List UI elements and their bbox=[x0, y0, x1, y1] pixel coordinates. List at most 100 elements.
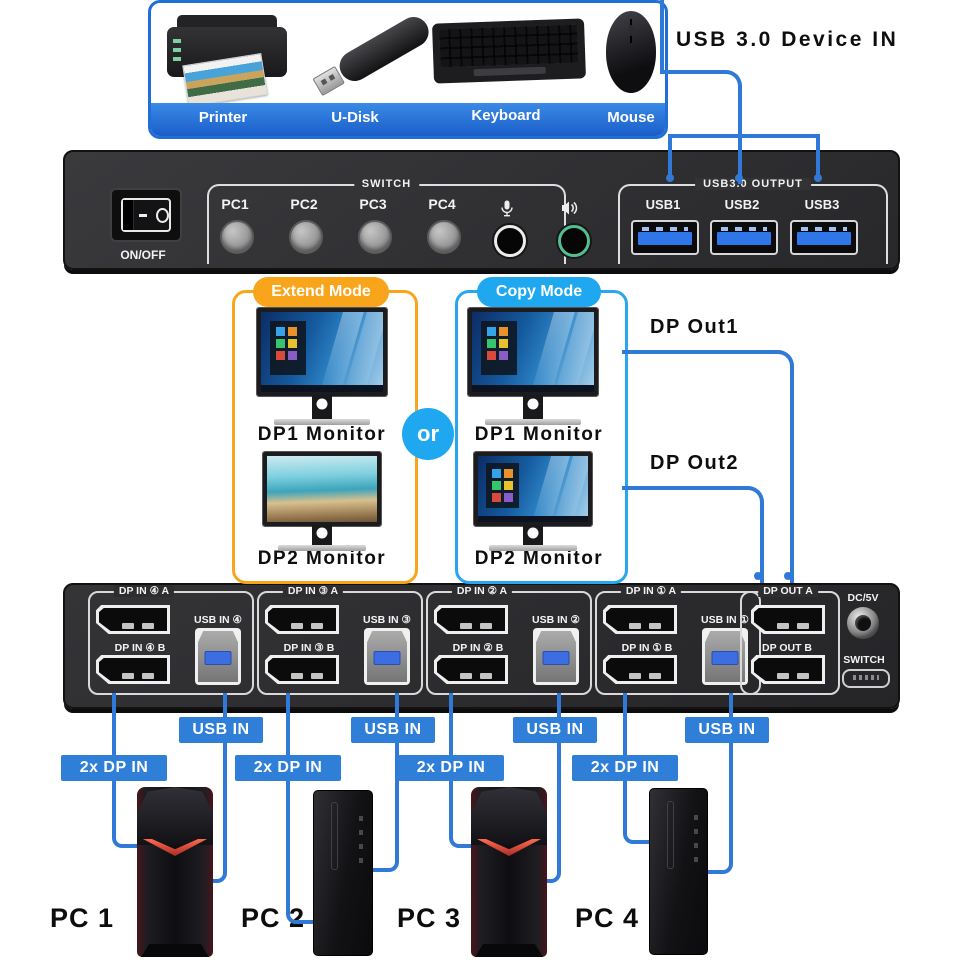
usb-in-4-label: USB IN ④ bbox=[194, 614, 242, 626]
usb-line-pc2 bbox=[367, 693, 399, 872]
power-switch bbox=[110, 188, 182, 242]
dp-out2-label: DP Out2 bbox=[650, 452, 740, 474]
or-badge: or bbox=[402, 408, 454, 460]
pc1-select-button bbox=[220, 220, 254, 254]
dp-in-3a-label: DP IN ③ A bbox=[282, 585, 344, 597]
connector-dot bbox=[814, 174, 822, 182]
switch-port-label: SWITCH bbox=[843, 654, 885, 666]
dp-in-1a-label: DP IN ① A bbox=[620, 585, 682, 597]
pc2-tower-image bbox=[313, 790, 373, 956]
usb3-label: USB3 bbox=[804, 197, 840, 212]
dp-out1-label: DP Out1 bbox=[650, 316, 740, 338]
device-label: U-Disk bbox=[331, 109, 379, 126]
connector-line bbox=[660, 0, 664, 74]
usb-in-2-label: USB IN ② bbox=[532, 614, 580, 626]
dp-line-pc2 bbox=[286, 693, 321, 924]
usb3-port bbox=[790, 220, 858, 255]
usb-in-badge: USB IN bbox=[179, 717, 263, 743]
dp-in-badge: 2x DP IN bbox=[61, 755, 167, 781]
dc-label: DC/5V bbox=[847, 592, 879, 604]
pc4-button-label: PC4 bbox=[428, 196, 456, 212]
dp-in-1a-port bbox=[603, 605, 677, 634]
connector-line bbox=[662, 70, 742, 184]
pc1-label: PC 1 bbox=[50, 903, 115, 933]
dp-in-3b-label: DP IN ③ B bbox=[283, 642, 335, 654]
pc4-label: PC 4 bbox=[575, 903, 640, 933]
dp-in-badge: 2x DP IN bbox=[572, 755, 678, 781]
connector-dot bbox=[735, 174, 743, 182]
switch-group-label: SWITCH bbox=[353, 178, 420, 190]
printer-image bbox=[163, 7, 291, 107]
copy-dp2-monitor-label: DP2 Monitor bbox=[474, 548, 604, 569]
pc1-button-label: PC1 bbox=[221, 196, 249, 212]
dp-in-3a-port bbox=[265, 605, 339, 634]
monitor-image bbox=[467, 307, 599, 425]
start-menu-graphic bbox=[485, 463, 519, 509]
connector-line bbox=[816, 134, 820, 180]
usb2-port bbox=[710, 220, 778, 255]
dp-in-badge: 2x DP IN bbox=[398, 755, 504, 781]
monitor-image bbox=[256, 307, 388, 425]
dp-out-a-port bbox=[751, 605, 825, 634]
pc3-button-label: PC3 bbox=[359, 196, 387, 212]
start-menu-graphic bbox=[269, 320, 307, 376]
usb-in-badge: USB IN bbox=[351, 717, 435, 743]
usb1-label: USB1 bbox=[645, 197, 681, 212]
dp-out2-line bbox=[622, 486, 764, 583]
mic-jack bbox=[494, 225, 526, 257]
connector-dot bbox=[784, 572, 792, 580]
kvm-rear-panel: DP IN ④ A USB IN ④ DP IN ④ B DP IN ③ A U… bbox=[63, 583, 900, 709]
usb-in-4-port bbox=[195, 628, 241, 685]
pc3-label: PC 3 bbox=[397, 903, 462, 933]
dp-in-4b-port bbox=[96, 655, 170, 684]
dp-out-b-label: DP OUT B bbox=[762, 642, 812, 654]
speaker-icon bbox=[561, 200, 579, 221]
microphone-icon bbox=[501, 200, 513, 222]
dp-in-1b-label: DP IN ① B bbox=[621, 642, 673, 654]
copy-dp1-monitor-label: DP1 Monitor bbox=[474, 424, 604, 445]
pc2-select-button bbox=[289, 220, 323, 254]
device-label: Keyboard bbox=[471, 107, 541, 124]
connector-line bbox=[668, 134, 820, 138]
dp-in-2b-label: DP IN ② B bbox=[452, 642, 504, 654]
copy-mode-pill: Copy Mode bbox=[477, 277, 601, 307]
dp-in-4a-label: DP IN ④ A bbox=[113, 585, 175, 597]
extend-mode-pill: Extend Mode bbox=[253, 277, 389, 307]
connector-dot bbox=[666, 174, 674, 182]
usb1-port bbox=[631, 220, 699, 255]
udisk-image bbox=[309, 11, 435, 97]
pc1-tower-image bbox=[137, 787, 213, 957]
dp-in-4a-port bbox=[96, 605, 170, 634]
power-label: ON/OFF bbox=[120, 248, 166, 262]
switch-group-bracket: SWITCH bbox=[207, 178, 566, 264]
dp-out-a-label: DP OUT A bbox=[758, 585, 818, 597]
dp-in-3b-port bbox=[265, 655, 339, 684]
pc4-select-button bbox=[427, 220, 461, 254]
connector-line bbox=[668, 134, 672, 180]
pc2-button-label: PC2 bbox=[290, 196, 318, 212]
dp-in-2b-port bbox=[434, 655, 508, 684]
dc-power-jack bbox=[847, 607, 879, 639]
usb-in-3-port bbox=[364, 628, 410, 685]
usb-in-badge: USB IN bbox=[685, 717, 769, 743]
mouse-image bbox=[606, 11, 656, 93]
pc3-tower-image bbox=[471, 787, 547, 957]
usb-device-box: Printer U-Disk Keyboard Mouse bbox=[148, 0, 668, 139]
usb-in-3-label: USB IN ③ bbox=[363, 614, 411, 626]
usb-in-1-label: USB IN ① bbox=[701, 614, 749, 626]
kvm-front-panel: ON/OFF SWITCH PC1 PC2 PC3 PC4 USB3.0 OUT… bbox=[63, 150, 900, 270]
device-label-bar: Printer U-Disk Keyboard Mouse bbox=[151, 103, 665, 136]
usb-line-pc1 bbox=[207, 693, 227, 883]
device-label: Printer bbox=[198, 109, 248, 126]
audio-jack bbox=[558, 225, 590, 257]
usb-in-2-port bbox=[533, 628, 579, 685]
usb-line-pc3 bbox=[541, 693, 561, 883]
dp-in-1b-port bbox=[603, 655, 677, 684]
usb-line-pc4 bbox=[701, 693, 733, 874]
monitor-image bbox=[473, 451, 593, 551]
dp-in-2a-port bbox=[434, 605, 508, 634]
extend-dp1-monitor-label: DP1 Monitor bbox=[257, 424, 387, 445]
usb-in-badge: USB IN bbox=[513, 717, 597, 743]
pc3-select-button bbox=[358, 220, 392, 254]
